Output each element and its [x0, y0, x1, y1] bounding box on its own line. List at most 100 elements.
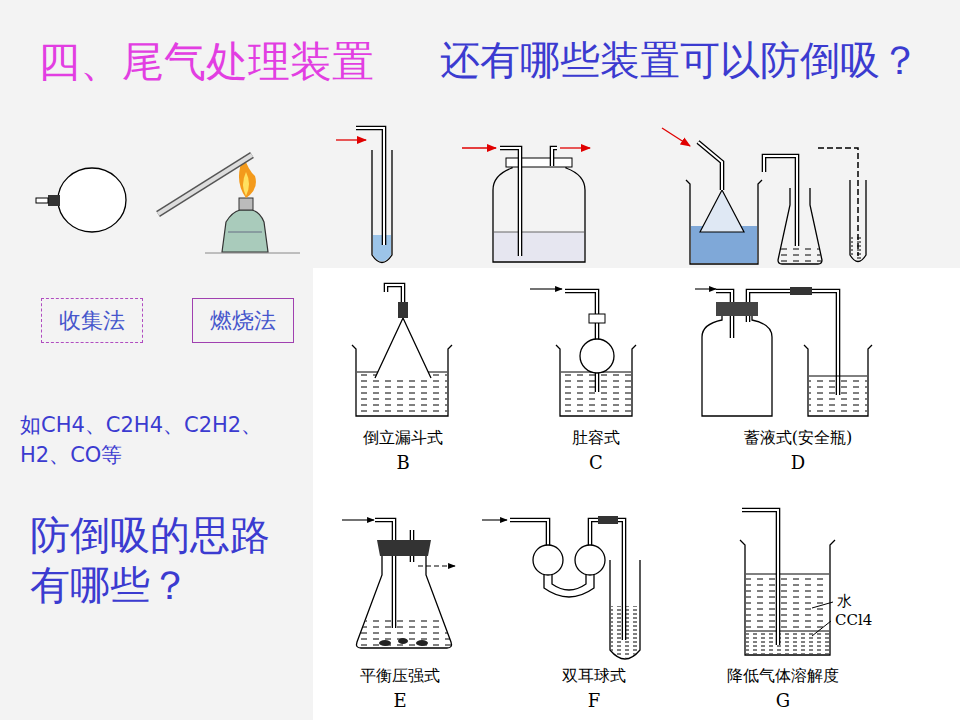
device-caption: 蓄液式(安全瓶)	[744, 428, 852, 447]
device-b	[375, 318, 431, 378]
alcohol-lamp	[158, 155, 300, 253]
conical-flask	[764, 156, 797, 246]
device-e	[342, 520, 455, 648]
device-e	[418, 565, 455, 566]
alcohol-lamp	[239, 198, 253, 210]
funnel-beaker	[686, 180, 762, 264]
device-f	[590, 520, 598, 546]
device-caption: 肚容式	[572, 428, 620, 447]
device-g	[746, 574, 829, 575]
device-f	[598, 516, 618, 524]
wash-bottle	[552, 148, 557, 166]
device-f	[618, 520, 624, 640]
prompt-question: 防倒吸的思路有哪些？	[30, 510, 282, 610]
alcohol-lamp	[205, 253, 300, 254]
test-tube	[356, 128, 384, 245]
device-f	[552, 574, 586, 590]
gas-examples: 如CH4、C2H4、C2H2、H2、CO等	[20, 410, 278, 471]
device-letter: D	[791, 452, 805, 474]
device-e	[416, 640, 428, 646]
small-test-tube	[818, 148, 858, 256]
device-f	[590, 520, 598, 546]
device-g	[746, 631, 829, 632]
funnel-beaker	[662, 128, 690, 146]
method-box: 燃烧法	[192, 298, 294, 343]
device-b	[398, 302, 408, 318]
device-f	[510, 520, 548, 546]
device-c	[580, 339, 614, 373]
wash-bottle	[494, 232, 584, 261]
device-e	[342, 519, 374, 520]
alcohol-lamp	[228, 232, 262, 233]
device-f	[618, 520, 624, 640]
test-tube	[336, 128, 392, 263]
white-panel	[313, 268, 960, 720]
balloon	[48, 195, 60, 206]
funnel-beaker	[698, 142, 722, 190]
wash-bottle	[552, 148, 557, 166]
device-d	[695, 287, 872, 416]
wash-bottle	[506, 158, 572, 167]
method-name: 收集法	[59, 306, 125, 336]
alcohol-lamp	[222, 210, 268, 252]
device-caption: 降低气体溶解度	[727, 666, 839, 685]
question-heading: 还有哪些装置可以防倒吸？	[440, 36, 920, 84]
device-c	[589, 314, 605, 323]
device-d	[809, 376, 867, 415]
conical-flask	[778, 188, 822, 264]
device-letter: F	[588, 690, 601, 712]
wash-bottle	[560, 147, 590, 148]
device-e	[357, 620, 452, 648]
wash-bottle	[500, 148, 520, 256]
device-g	[740, 540, 835, 655]
device-caption: 倒立漏斗式	[363, 428, 443, 447]
alcohol-lamp	[158, 155, 252, 214]
device-g	[740, 510, 835, 655]
device-f	[510, 520, 548, 546]
device-g	[742, 510, 778, 645]
conical-flask	[778, 245, 822, 262]
balloon	[36, 198, 48, 203]
funnel-beaker	[662, 128, 762, 264]
wash-bottle	[500, 148, 520, 256]
device-e	[375, 520, 394, 628]
device-d	[804, 345, 872, 416]
device-c	[561, 372, 631, 415]
wash-bottle	[493, 160, 585, 262]
device-letter: B	[396, 452, 409, 474]
device-d	[809, 376, 867, 377]
wash-bottle	[462, 148, 590, 262]
test-tube	[336, 139, 366, 140]
method-box: 收集法	[41, 298, 143, 343]
slide-title: 四、尾气处理装置	[38, 34, 374, 90]
device-e	[379, 640, 391, 646]
balloon	[36, 168, 126, 232]
device-e	[398, 638, 408, 644]
device-letter: G	[776, 690, 790, 712]
wash-bottle	[494, 232, 584, 233]
device-f	[575, 545, 605, 575]
device-g	[746, 574, 829, 631]
device-e	[375, 520, 394, 628]
layer-label: CCl4	[835, 611, 872, 629]
test-tube	[356, 128, 384, 245]
funnel-beaker	[698, 142, 722, 190]
device-letter: E	[393, 690, 406, 712]
device-b	[352, 285, 452, 416]
alcohol-lamp	[243, 172, 249, 196]
small-test-tube	[818, 148, 866, 262]
device-caption: 平衡压强式	[360, 666, 440, 685]
funnel-beaker	[700, 190, 744, 232]
device-f	[482, 516, 640, 659]
device-d	[716, 302, 758, 316]
device-g	[812, 602, 833, 608]
conical-flask	[764, 156, 822, 264]
device-b	[357, 372, 447, 415]
device-d	[790, 287, 812, 295]
device-g	[742, 510, 778, 645]
conical-flask	[764, 156, 797, 246]
device-g	[746, 632, 829, 654]
